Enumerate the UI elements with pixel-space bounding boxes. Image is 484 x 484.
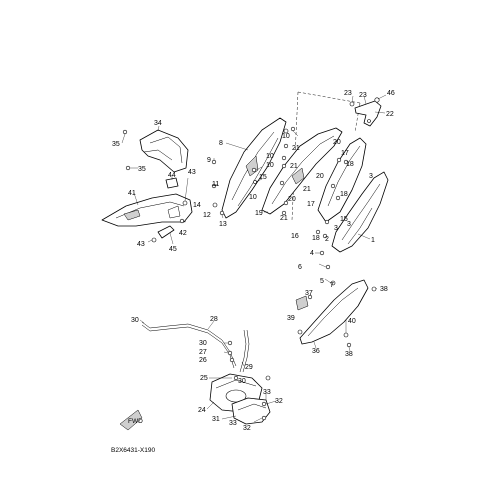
callout-31: 31 [212, 416, 220, 423]
callout-41: 41 [128, 190, 136, 197]
callout-12: 12 [203, 212, 211, 219]
callout-30: 30 [238, 378, 246, 385]
callout-36: 36 [312, 348, 320, 355]
hose-28 [141, 321, 237, 367]
callout-10: 10 [282, 133, 290, 140]
callout-24: 24 [198, 407, 206, 414]
callout-32: 32 [275, 398, 283, 405]
callout-3: 3 [347, 221, 351, 228]
callout-21: 21 [280, 215, 288, 222]
callout-9: 9 [207, 157, 211, 164]
callout-2: 2 [325, 236, 329, 243]
callout-10: 10 [249, 194, 257, 201]
fwd-direction-arrow: FWD [119, 409, 143, 431]
callout-38: 38 [380, 286, 388, 293]
callout-38: 38 [345, 351, 353, 358]
callout-35: 35 [112, 141, 120, 148]
front-left-cover-group [101, 125, 193, 245]
callout-43: 43 [188, 169, 196, 176]
callout-17: 17 [307, 201, 315, 208]
callout-37: 37 [305, 290, 313, 297]
callout-20: 20 [288, 196, 296, 203]
callout-18: 18 [312, 235, 320, 242]
callout-1: 1 [371, 237, 375, 244]
lower-rear-cover-group [295, 279, 378, 352]
inner-center-cover-group [261, 126, 343, 216]
callout-34: 34 [154, 120, 162, 127]
canister-group [206, 373, 277, 425]
callout-29: 29 [245, 364, 253, 371]
main-side-cover [331, 171, 389, 253]
callout-44: 44 [168, 172, 176, 179]
lower-side-panel [101, 193, 193, 227]
callout-11: 11 [212, 181, 219, 188]
middle-cover-group [211, 117, 287, 219]
callout-46: 46 [387, 90, 395, 97]
callout-18: 18 [340, 191, 348, 198]
callout-7: 7 [330, 282, 334, 289]
canister-31 [231, 397, 271, 425]
callout-39: 39 [287, 315, 295, 322]
callout-17: 17 [341, 150, 349, 157]
fwd-label: FWD [128, 418, 143, 425]
callout-26: 26 [199, 357, 207, 364]
diagram-code: B2X6431-X190 [111, 447, 155, 454]
callout-21: 21 [292, 145, 300, 152]
callout-21: 21 [290, 163, 298, 170]
callout-30: 30 [199, 340, 207, 347]
callout-16: 16 [291, 233, 299, 240]
callout-32: 32 [243, 425, 251, 432]
callout-45: 45 [169, 246, 177, 253]
callout-15: 15 [259, 174, 267, 181]
callout-21: 21 [303, 186, 311, 193]
rear-inner-cover-group [315, 137, 367, 239]
hose-29 [239, 329, 247, 373]
callout-25: 25 [200, 375, 208, 382]
callout-27: 27 [199, 349, 207, 356]
callout-33: 33 [229, 420, 237, 427]
callout-13: 13 [219, 221, 227, 228]
callout-10: 10 [266, 153, 274, 160]
callout-14: 14 [193, 202, 201, 209]
callout-10: 10 [266, 162, 274, 169]
callout-labels: 1 2 3 3 3 4 5 6 7 8 9 10 10 10 10 11 12 … [112, 90, 395, 432]
callout-35: 35 [138, 166, 146, 173]
callout-43: 43 [137, 241, 145, 248]
callout-30: 30 [131, 317, 139, 324]
hose-assembly-group [139, 319, 250, 373]
main-side-cover-group [315, 171, 389, 286]
callout-4: 4 [310, 250, 314, 257]
callout-42: 42 [179, 230, 187, 237]
callout-18: 18 [346, 161, 354, 168]
callout-15: 15 [340, 216, 348, 223]
callout-22: 22 [386, 111, 394, 118]
callout-6: 6 [298, 264, 302, 271]
lower-rear-cover [299, 279, 369, 345]
rear-bracket-group [291, 91, 387, 221]
callout-20: 20 [316, 173, 324, 180]
callout-19: 19 [255, 210, 263, 217]
callout-23: 23 [344, 90, 352, 97]
callout-23: 23 [359, 92, 367, 99]
callout-33: 33 [263, 389, 271, 396]
callout-5: 5 [320, 278, 324, 285]
callout-28: 28 [210, 316, 218, 323]
small-bracket-44 [165, 177, 179, 189]
upper-panel [139, 129, 189, 173]
callout-3: 3 [334, 225, 338, 232]
callout-20: 20 [333, 139, 341, 146]
callout-8: 8 [219, 140, 223, 147]
rear-bracket [354, 100, 382, 127]
callout-40: 40 [348, 318, 356, 325]
callout-3: 3 [369, 173, 373, 180]
